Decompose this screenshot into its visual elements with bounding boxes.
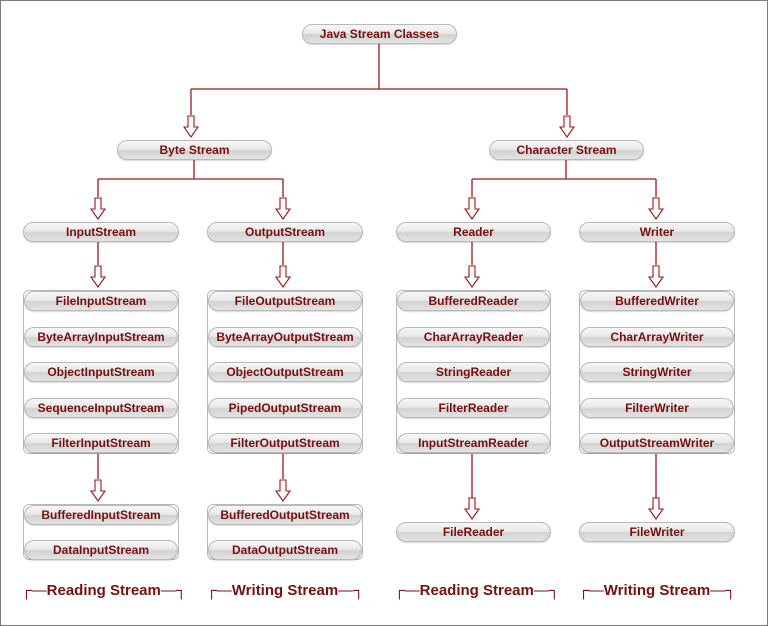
arrow-icon bbox=[274, 265, 292, 288]
arrow-icon bbox=[463, 197, 481, 220]
arrow-icon bbox=[182, 115, 200, 138]
filterinputstream-subclasses: BufferedInputStream DataInputStream bbox=[23, 504, 179, 560]
arrow-icon bbox=[89, 479, 107, 502]
class-node: ByteArrayInputStream bbox=[24, 327, 178, 347]
arrow-icon bbox=[89, 197, 107, 220]
byte-stream-node: Byte Stream bbox=[117, 140, 272, 160]
class-node: FilterOutputStream bbox=[208, 433, 362, 453]
footer-writing-byte: ┌—Writing Stream—┐ bbox=[205, 579, 365, 603]
arrow-icon bbox=[647, 497, 665, 520]
footer-left-flourish: ┌— bbox=[394, 582, 420, 599]
footer-right-flourish: —┐ bbox=[160, 582, 187, 599]
writer-subclasses: BufferedWriter CharArrayWriter StringWri… bbox=[579, 290, 735, 454]
footer-right-flourish: —┐ bbox=[710, 582, 736, 599]
filteroutputstream-subclasses: BufferedOutputStream DataOutputStream bbox=[207, 504, 363, 560]
footer-label: Reading Stream bbox=[419, 582, 534, 599]
root-node: Java Stream Classes bbox=[302, 24, 457, 44]
class-node: CharArrayReader bbox=[397, 327, 550, 347]
arrow-icon bbox=[463, 497, 481, 520]
arrow-icon bbox=[647, 265, 665, 288]
class-node: PipedOutputStream bbox=[208, 398, 362, 418]
class-node: FileInputStream bbox=[24, 291, 178, 311]
reader-subclasses: BufferedReader CharArrayReader StringRea… bbox=[396, 290, 551, 454]
class-node: DataOutputStream bbox=[208, 540, 362, 560]
inputstream-subclasses: FileInputStream ByteArrayInputStream Obj… bbox=[23, 290, 179, 454]
footer-left-flourish: ┌— bbox=[21, 582, 47, 599]
arrow-icon bbox=[647, 197, 665, 220]
arrow-icon bbox=[274, 197, 292, 220]
arrow-icon bbox=[558, 115, 576, 138]
class-node: SequenceInputStream bbox=[24, 398, 178, 418]
footer-reading-char: ┌—Reading Stream—┐ bbox=[394, 579, 559, 603]
arrow-icon bbox=[463, 265, 481, 288]
footer-reading-byte: ┌—Reading Stream—┐ bbox=[21, 579, 186, 603]
footer-right-flourish: —┐ bbox=[338, 582, 364, 599]
reader-node: Reader bbox=[396, 222, 551, 242]
arrow-icon bbox=[274, 479, 292, 502]
filewriter-node: FileWriter bbox=[579, 522, 735, 542]
class-node: FilterInputStream bbox=[24, 433, 178, 453]
footer-right-flourish: —┐ bbox=[533, 582, 560, 599]
character-stream-node: Character Stream bbox=[489, 140, 644, 160]
footer-label: Reading Stream bbox=[46, 582, 161, 599]
class-node: FilterWriter bbox=[580, 398, 734, 418]
class-node: CharArrayWriter bbox=[580, 327, 734, 347]
footer-left-flourish: ┌— bbox=[206, 582, 232, 599]
footer-label: Writing Stream bbox=[231, 582, 339, 599]
class-node: BufferedWriter bbox=[580, 291, 734, 311]
inputstream-node: InputStream bbox=[23, 222, 179, 242]
footer-left-flourish: ┌— bbox=[578, 582, 604, 599]
class-node: DataInputStream bbox=[24, 540, 178, 560]
footer-writing-char: ┌—Writing Stream—┐ bbox=[577, 579, 737, 603]
class-node: StringWriter bbox=[580, 362, 734, 382]
arrow-icon bbox=[89, 265, 107, 288]
class-node: StringReader bbox=[397, 362, 550, 382]
class-node: FilterReader bbox=[397, 398, 550, 418]
class-node: FileOutputStream bbox=[208, 291, 362, 311]
class-node: BufferedOutputStream bbox=[208, 505, 362, 525]
class-node: BufferedInputStream bbox=[24, 505, 178, 525]
class-node: InputStreamReader bbox=[397, 433, 550, 453]
outputstream-subclasses: FileOutputStream ByteArrayOutputStream O… bbox=[207, 290, 363, 454]
class-node: ObjectInputStream bbox=[24, 362, 178, 382]
class-node: ByteArrayOutputStream bbox=[208, 327, 362, 347]
class-node: BufferedReader bbox=[397, 291, 550, 311]
outputstream-node: OutputStream bbox=[207, 222, 363, 242]
class-node: OutputStreamWriter bbox=[580, 433, 734, 453]
class-node: ObjectOutputStream bbox=[208, 362, 362, 382]
writer-node: Writer bbox=[579, 222, 735, 242]
footer-label: Writing Stream bbox=[603, 582, 711, 599]
filereader-node: FileReader bbox=[396, 522, 551, 542]
